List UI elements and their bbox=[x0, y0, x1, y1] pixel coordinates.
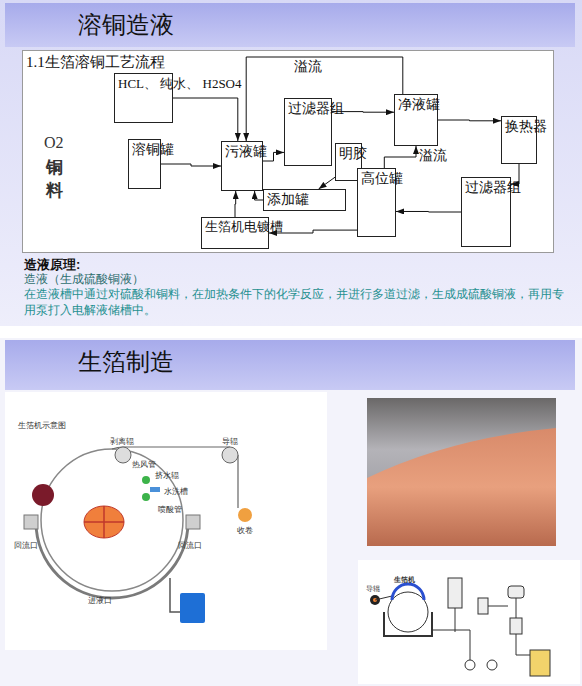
flow-arrow bbox=[332, 111, 394, 113]
part-name: 热风管 bbox=[132, 459, 156, 470]
cathode-drum bbox=[41, 449, 183, 591]
foil-path bbox=[375, 596, 392, 600]
node-text: 污液罐 bbox=[225, 144, 267, 160]
flow-arrow bbox=[384, 146, 416, 168]
part-name: 剥离辊 bbox=[110, 436, 134, 447]
edge-label: 溢流 bbox=[294, 58, 322, 76]
part-name: 导辊 bbox=[222, 436, 238, 447]
tank-box: 污液罐 bbox=[221, 141, 263, 191]
wash-tank bbox=[150, 487, 160, 492]
node-text: 净液罐 bbox=[398, 97, 440, 113]
node-text: 生箔机电镀槽 bbox=[205, 220, 283, 234]
anode-roll bbox=[32, 484, 54, 506]
flow-arrow bbox=[319, 177, 335, 189]
electrolytic-tank bbox=[384, 612, 432, 636]
flow-arrow bbox=[255, 191, 263, 200]
heat-exchanger bbox=[508, 586, 524, 598]
stripping-roller bbox=[115, 447, 131, 463]
tank-wall bbox=[186, 515, 200, 529]
filter-box: 过滤器组 bbox=[284, 98, 332, 166]
tank-box: 净液罐 bbox=[394, 94, 438, 146]
heading-text: 1.1生箔溶铜工艺流程 bbox=[26, 53, 165, 72]
tank-box: 添加罐 bbox=[263, 189, 346, 211]
pump-symbol bbox=[487, 660, 497, 670]
node-text: 明胶 bbox=[339, 146, 367, 162]
node-text: 溶铜罐 bbox=[132, 142, 174, 158]
node-text: 添加罐 bbox=[267, 192, 309, 208]
flow-arrow bbox=[511, 164, 519, 184]
flow-arrow bbox=[438, 120, 501, 122]
node-text: 换热器 bbox=[505, 119, 547, 134]
flow-arrow bbox=[263, 152, 284, 161]
inlet-pipe bbox=[170, 578, 180, 612]
storage-tank bbox=[530, 650, 550, 676]
part-name: 水洗槽 bbox=[164, 486, 188, 497]
heading-text: 溶铜造液 bbox=[5, 3, 575, 47]
part-name: 收卷 bbox=[237, 525, 253, 536]
flow-arrow bbox=[396, 211, 461, 213]
part-name: 喷酸管 bbox=[158, 504, 182, 515]
drum-hub bbox=[84, 506, 124, 538]
high-tank bbox=[448, 578, 462, 608]
schematic-title: 生箔机示意图 bbox=[18, 420, 66, 431]
header-band: 生箔制造 bbox=[5, 340, 575, 390]
tank-box: 溶铜罐 bbox=[128, 139, 161, 189]
input-label: 铜料 bbox=[46, 156, 66, 202]
pipe-line bbox=[432, 598, 530, 660]
squeeze-roller bbox=[142, 476, 150, 484]
flow-arrow bbox=[269, 230, 357, 233]
node-text: 过滤器组 bbox=[288, 101, 344, 117]
schematic-panel bbox=[358, 560, 580, 684]
anode-arc bbox=[392, 584, 424, 600]
input-label: O2 bbox=[44, 134, 64, 152]
foil-path bbox=[112, 447, 238, 508]
filter-box: 过滤器组 bbox=[461, 177, 511, 247]
exchanger-box: 换热器 bbox=[501, 116, 537, 164]
tank-box: 高位罐 bbox=[357, 168, 396, 237]
pump-symbol bbox=[180, 593, 205, 623]
part-name: 生箔机 bbox=[394, 575, 415, 585]
pump-symbol bbox=[465, 660, 475, 670]
hub-cross bbox=[84, 506, 124, 538]
part-name: 导辊 bbox=[366, 584, 380, 594]
flow-frame: 1.1生箔溶铜工艺流程HCL、 纯水、 H2SO4溶铜罐污液罐过滤器组净液罐换热… bbox=[22, 50, 554, 253]
filter-symbol bbox=[510, 618, 522, 634]
edge-label: 溢流 bbox=[419, 147, 447, 165]
section-subheading: 造液（生成硫酸铜液） bbox=[24, 271, 144, 288]
flow-arrow bbox=[246, 57, 403, 141]
heading-text: 生箔制造 bbox=[5, 340, 575, 384]
input-box: HCL、 纯水、 H2SO4 bbox=[114, 73, 173, 123]
part-name: 进液口 bbox=[88, 595, 112, 606]
node-text: HCL、 纯水、 H2SO4 bbox=[118, 76, 242, 91]
guide-roller bbox=[222, 447, 238, 463]
cathode-drum bbox=[388, 592, 428, 632]
winding-roll bbox=[238, 508, 252, 522]
description-text: 在造液槽中通过对硫酸和铜料，在加热条件下的化学反应，并进行多道过滤，生成成硫酸铜… bbox=[24, 286, 564, 318]
flow-arrow bbox=[173, 98, 238, 141]
schematic-panel bbox=[5, 392, 327, 650]
process-box: 生箔机电镀槽 bbox=[201, 217, 269, 249]
flow-arrow bbox=[161, 164, 221, 166]
tank-wall bbox=[24, 515, 38, 529]
squeeze-roller bbox=[142, 493, 150, 501]
section-heading: 造液原理: bbox=[24, 256, 80, 274]
flow-arrow bbox=[235, 191, 237, 217]
part-name: 回流口 bbox=[178, 540, 202, 551]
copper-foil bbox=[367, 428, 556, 546]
node-text: 过滤器组 bbox=[465, 180, 521, 196]
header-band: 溶铜造液 bbox=[5, 3, 575, 47]
node-text: 高位罐 bbox=[361, 171, 403, 187]
part-name: 挤水辊 bbox=[155, 470, 179, 481]
foil-photo bbox=[367, 398, 556, 546]
part-name: 回流口 bbox=[14, 540, 38, 551]
filter-symbol bbox=[478, 598, 488, 614]
